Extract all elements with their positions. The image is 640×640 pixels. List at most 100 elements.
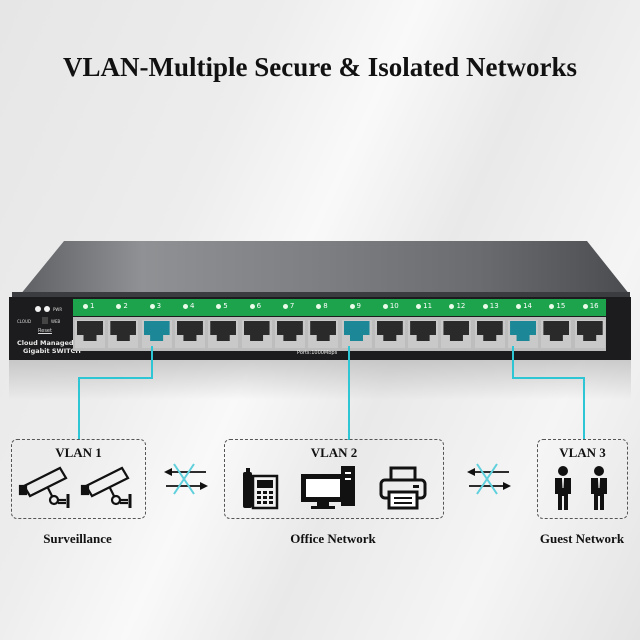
- port-number: 7: [289, 302, 295, 310]
- port-number: 6: [256, 302, 262, 310]
- port-led-10: 10: [382, 302, 399, 310]
- desk-phone-icon: [243, 468, 279, 510]
- ethernet-port-10[interactable]: [374, 320, 405, 348]
- rj45-jack-icon: [110, 321, 137, 341]
- led-indicator-icon: [182, 303, 188, 309]
- security-camera-icon: [18, 466, 70, 508]
- rj45-jack-icon: [143, 321, 170, 341]
- wire-vlan2-drop: [348, 346, 350, 440]
- brand-line-2: Gigabit SWITCH: [23, 347, 81, 355]
- ethernet-port-11[interactable]: [408, 320, 439, 348]
- port-number: 3: [156, 302, 162, 310]
- ethernet-port-7[interactable]: [274, 320, 305, 348]
- switch-lip: [12, 292, 630, 298]
- port-number: 12: [456, 302, 466, 310]
- cloud-led-icon: [35, 306, 41, 312]
- port-led-5: 5: [216, 302, 228, 310]
- led-indicator-icon: [316, 303, 322, 309]
- port-number: 14: [523, 302, 532, 310]
- port-led-6: 6: [249, 302, 262, 310]
- port-number: 2: [123, 302, 128, 310]
- vlan2-caption: Office Network: [290, 531, 376, 546]
- wire-vlan1-drop: [78, 377, 80, 440]
- ethernet-port-15[interactable]: [541, 320, 572, 348]
- vlan3-title: VLAN 3: [559, 445, 606, 460]
- port-led-4: 4: [182, 302, 195, 310]
- led-indicator-icon: [416, 303, 422, 309]
- led-indicator-icon: [116, 303, 122, 309]
- led-indicator-icon: [149, 303, 155, 309]
- vlan3-caption: Guest Network: [539, 531, 625, 546]
- ethernet-port-9[interactable]: [341, 320, 372, 348]
- port-number: 16: [589, 302, 599, 310]
- rj45-jack-icon: [243, 321, 270, 341]
- cloud-label: CLOUD: [17, 319, 32, 324]
- led-indicator-icon: [282, 303, 288, 309]
- vlan2-title: VLAN 2: [310, 445, 358, 460]
- ethernet-port-14[interactable]: [508, 320, 539, 348]
- port-led-13: 13: [482, 302, 499, 310]
- network-switch-front: PWR CLOUD WEB Reset Cloud Managed Gigabi…: [9, 297, 631, 360]
- ethernet-port-3[interactable]: [141, 320, 172, 348]
- port-led-12: 12: [449, 302, 465, 310]
- wire-port3-vertical: [151, 346, 153, 378]
- rj45-jack-icon: [176, 321, 203, 341]
- port-led-2: 2: [116, 302, 128, 310]
- rj45-jack-icon: [210, 321, 237, 341]
- ethernet-port-2[interactable]: [108, 320, 139, 348]
- switch-top-cover: [20, 241, 630, 295]
- switch-reflection: [9, 360, 631, 400]
- ethernet-port-13[interactable]: [474, 320, 505, 348]
- person-icon: [555, 466, 571, 510]
- wire-vlan3-drop: [583, 377, 585, 440]
- port-led-3: 3: [149, 302, 162, 310]
- led-indicator-icon: [482, 303, 488, 309]
- led-indicator-icon: [449, 303, 455, 309]
- switch-brand-label: Cloud Managed Gigabit SWITCH: [17, 339, 81, 355]
- ethernet-port-8[interactable]: [308, 320, 339, 348]
- port-number: 5: [223, 302, 228, 310]
- ethernet-port-16[interactable]: [574, 320, 605, 348]
- port-number: 10: [389, 302, 399, 310]
- vlan2-box: VLAN 2: [224, 439, 444, 519]
- reset-button[interactable]: Reset: [38, 328, 52, 334]
- rj45-jack-icon: [343, 321, 370, 341]
- wire-port14-horizontal: [512, 377, 584, 379]
- led-indicator-icon: [349, 303, 355, 309]
- led-indicator-icon: [216, 303, 222, 309]
- blocked-traffic-icon: [467, 463, 511, 495]
- port-number: 11: [423, 302, 433, 310]
- page-title: VLAN-Multiple Secure & Isolated Networks: [63, 52, 577, 82]
- ethernet-port-12[interactable]: [441, 320, 472, 348]
- port-number: 4: [189, 302, 195, 310]
- port-led-15: 15: [549, 302, 565, 310]
- port-number: 15: [556, 302, 566, 310]
- rj45-jack-icon: [77, 321, 103, 341]
- rj45-jack-icon: [443, 321, 470, 341]
- vlan1-title: VLAN 1: [55, 445, 102, 460]
- security-camera-icon: [80, 466, 132, 508]
- port-speed-label: Ports:1000Mbps: [297, 350, 338, 356]
- vlan3-box: VLAN 3: [537, 439, 628, 519]
- brand-line-1: Cloud Managed: [17, 339, 74, 347]
- ethernet-port-6[interactable]: [241, 320, 272, 348]
- vlan1-box: VLAN 1: [11, 439, 146, 519]
- ethernet-port-5[interactable]: [208, 320, 239, 348]
- rj45-jack-icon: [310, 321, 337, 341]
- led-indicator-icon: [516, 303, 522, 309]
- switch-control-panel: PWR CLOUD WEB Reset Cloud Managed Gigabi…: [15, 297, 81, 360]
- rj45-jack-icon: [410, 321, 437, 341]
- wire-port3-horizontal: [78, 377, 153, 379]
- port-number: 13: [489, 302, 499, 310]
- mode-switch-toggle[interactable]: [42, 317, 48, 324]
- pwr-label: PWR: [53, 307, 63, 312]
- port-number: 9: [356, 302, 361, 310]
- desktop-computer-icon: [301, 466, 355, 509]
- ethernet-port-4[interactable]: [174, 320, 205, 348]
- port-led-1: 1: [83, 302, 94, 310]
- ethernet-port-1[interactable]: [75, 320, 105, 348]
- vlan1-caption: Surveillance: [43, 531, 112, 546]
- port-led-8: 8: [316, 302, 328, 310]
- port-led-11: 11: [416, 302, 432, 310]
